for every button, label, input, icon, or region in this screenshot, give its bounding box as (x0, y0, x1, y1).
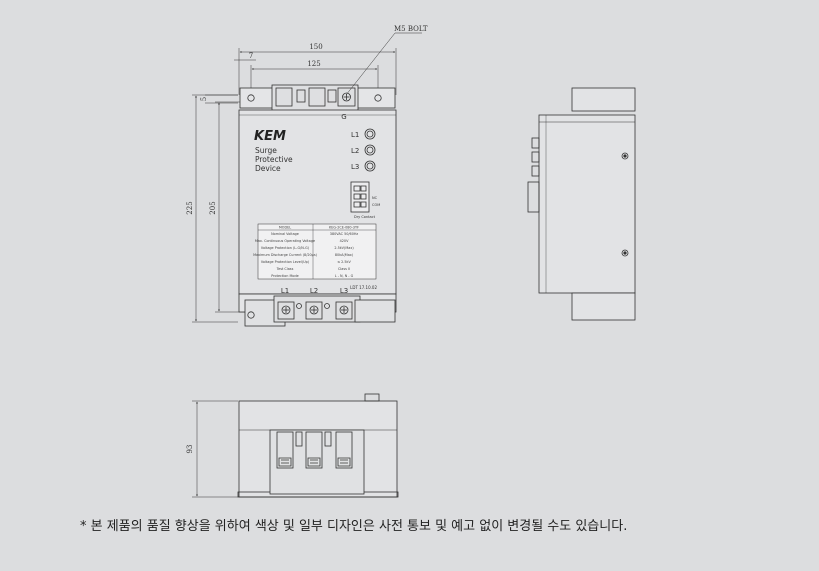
dim-height-total: 225 (186, 201, 194, 214)
dim-width-total: 150 (309, 43, 322, 51)
contact-caption: Dry Contact (354, 215, 376, 219)
contact-label-nc: NC (372, 196, 378, 200)
bottom-view (192, 393, 399, 498)
dim-offset-left: 7 (249, 52, 253, 60)
terminal-label-l3: L3 (340, 287, 348, 295)
spec-label: MODEL KEG-2CE-080-3YF Nominal Voltage 38… (253, 226, 359, 279)
terminal-label-l1: L1 (281, 287, 289, 295)
device-name-line-3: Device (255, 164, 281, 173)
device-name-line-1: Surge (255, 146, 277, 155)
spec-row-key: Maximum Discharge Current (8/20μs) (253, 253, 318, 257)
device-name-line-2: Protective (255, 155, 293, 164)
brand-logo: KEM (254, 129, 286, 144)
spec-row-key: Nominal Voltage (271, 232, 299, 236)
spec-row-value: 380VAC 50/60Hz (330, 232, 359, 236)
spec-row-value: 80kA(Max) (335, 253, 354, 257)
ground-label: G (341, 113, 346, 121)
dim-offset-top: 5 (200, 97, 208, 101)
spec-row-value: 2.5kV(Max) (334, 246, 354, 250)
side-view (527, 87, 636, 321)
spec-row-key: Test Class (276, 267, 294, 271)
front-view (192, 32, 422, 327)
footnote: * 본 제품의 품질 향상을 위하여 색상 및 일부 디자인은 사전 통보 및 … (80, 519, 628, 534)
indicator-label-l2: L2 (351, 147, 359, 155)
spec-row-value: ≤ 2.5kV (337, 260, 351, 264)
dim-height-holes: 205 (209, 201, 217, 214)
spec-row-key: Protection Mode (271, 274, 298, 278)
dim-width-holes: 125 (307, 60, 320, 68)
spec-header-key: MODEL (279, 226, 291, 230)
contact-label-com: COM (372, 203, 380, 207)
terminal-label-l2: L2 (310, 287, 318, 295)
bolt-callout: M5 BOLT (394, 25, 428, 33)
spec-row-key: Max. Continuous Operating Voltage (255, 239, 315, 243)
indicator-label-l3: L3 (351, 163, 359, 171)
dim-depth: 93 (186, 445, 194, 454)
spec-row-value: 420V (340, 239, 349, 243)
spec-row-value: L - N, N - G (335, 274, 354, 278)
spec-row-value: Class II (338, 267, 350, 271)
spec-row-key: Voltage Protection Level(Up) (261, 260, 310, 264)
spec-row-key: Voltage Protection (L-G/N-G) (261, 246, 310, 250)
corner-code: LDT 17.10.02 (350, 285, 377, 290)
spec-header-value: KEG-2CE-080-3YF (329, 226, 359, 230)
indicator-label-l1: L1 (351, 131, 359, 139)
